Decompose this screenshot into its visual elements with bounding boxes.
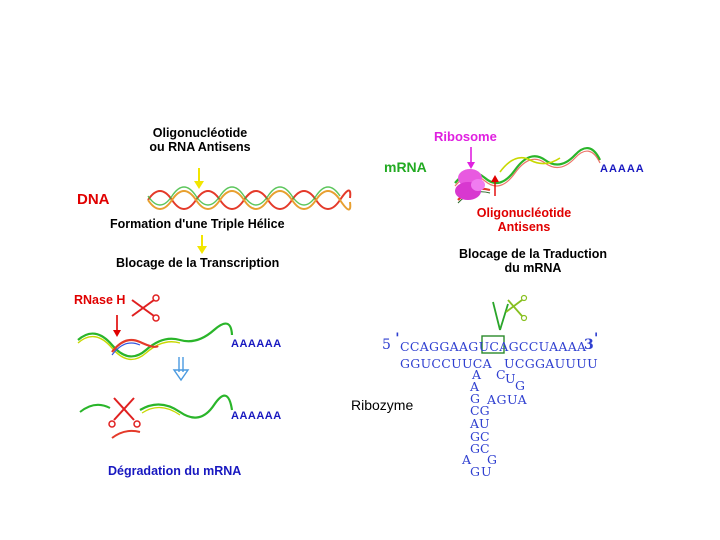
polya-tail: AAAAAA [231, 410, 282, 422]
ribozyme-label: Ribozyme [351, 397, 414, 413]
mrna-hybrid-strand [77, 322, 234, 361]
mrna-label: mRNA [384, 159, 427, 175]
degradation-label: Dégradation du mRNA [108, 464, 242, 478]
prime-5-label: 5' [382, 331, 400, 353]
scissors-icon [505, 294, 528, 322]
nucleotide: A [470, 379, 480, 394]
scissors-icon [131, 294, 160, 322]
nucleotide: G [487, 452, 497, 467]
triple-helix-label: Formation d'une Triple Hélice [110, 217, 285, 231]
oligo-antisense-label: Oligonucléotide ou RNA Antisens [149, 126, 251, 154]
nucleotide: G [470, 391, 480, 406]
yellow-arrow-down-icon [197, 235, 207, 254]
target-mrna-sequence: CCAGGAAGUCAGCCUAAAA [400, 339, 587, 354]
prime-3-label: 3' [584, 331, 599, 353]
dna-helix [147, 186, 352, 211]
base-pair: AU [470, 416, 490, 431]
nucleotide: U [505, 371, 516, 386]
oligo-antisense-red-label: Oligonucléotide Antisens [476, 206, 572, 234]
ribosome-icon [455, 169, 485, 200]
ribosome-label: Ribosome [434, 129, 497, 144]
base-pair: CG [470, 403, 490, 418]
nucleotide: G [515, 378, 525, 393]
red-arrow-up-icon [491, 175, 499, 196]
polya-tail: AAAAA [600, 163, 645, 175]
translation-block-label: Blocage de la Traduction du mRNA [459, 247, 607, 275]
dna-label: DNA [77, 191, 110, 208]
red-arrow-down-icon [113, 315, 121, 337]
polya-tail: AAAAAA [231, 338, 282, 350]
green-arrow-down-icon [492, 301, 509, 331]
nucleotide: C [496, 367, 506, 382]
transcription-block-label: Blocage de la Transcription [116, 256, 280, 270]
nucleotide: A [472, 367, 482, 382]
rnase-h-label: RNase H [74, 293, 126, 307]
magenta-arrow-down-icon [467, 147, 475, 169]
base-pair: GC [470, 429, 490, 444]
base-pair: GC [470, 441, 490, 456]
loop-sequence: AGUA [487, 392, 528, 407]
mrna-strand [454, 147, 601, 187]
nucleotide: A [462, 452, 472, 467]
blue-arrow-down-icon [172, 357, 190, 382]
degraded-mrna [79, 394, 234, 439]
scissors-icon [108, 397, 141, 428]
cleavage-site-box [481, 335, 505, 354]
loop-bottom: GU [470, 464, 493, 479]
yellow-arrow-down-icon [194, 168, 204, 189]
